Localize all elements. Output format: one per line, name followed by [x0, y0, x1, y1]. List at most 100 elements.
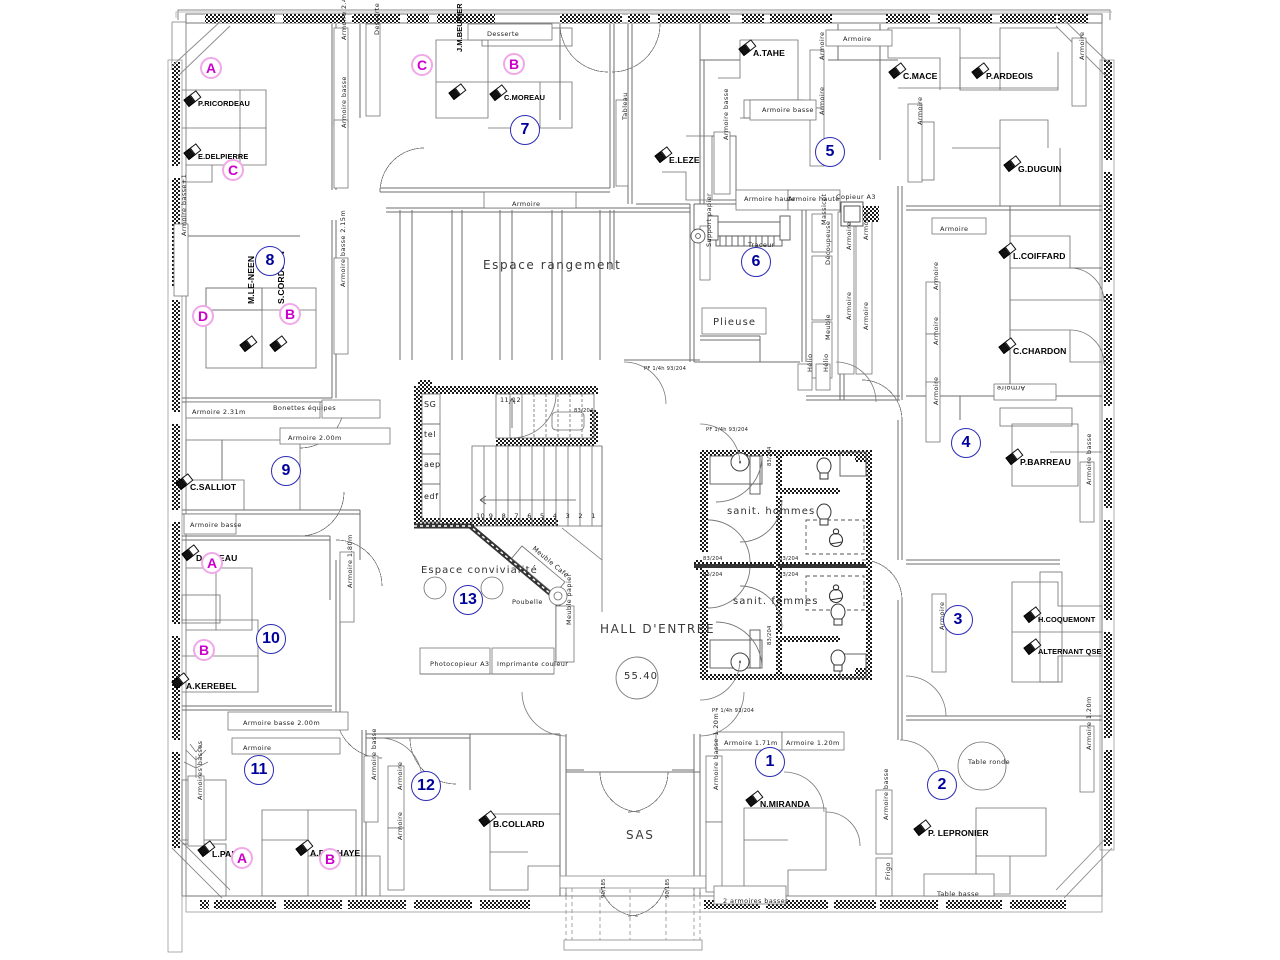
person-label: L.PAPIN: [212, 849, 246, 859]
equipment-label: Armoire haute: [744, 195, 796, 203]
equipment-label: Armoire: [1078, 31, 1086, 60]
stair-upper-number: 11: [500, 396, 510, 404]
door-dimension-tag: 90/185: [665, 878, 671, 898]
person-label: N.MIRANDA: [760, 799, 811, 809]
stair-riser-number: 7: [514, 512, 519, 520]
equipment-label: Desserte: [373, 2, 381, 35]
room-number-badge-2: 2: [927, 770, 957, 800]
person-label: P.BARREAU: [1020, 457, 1071, 467]
stair-upper-number: 12: [512, 396, 522, 404]
equipment-label: Armoire: [862, 211, 870, 240]
equipment-label: Armoire: [396, 811, 404, 840]
equipment-label: Meuble: [824, 313, 832, 340]
service-shaft-label-SG: SG: [424, 400, 437, 409]
person-label: P. LEPRONIER: [928, 828, 989, 838]
zone-letter-badge-c-2: C: [411, 54, 433, 76]
equipment-label: Hélio: [806, 353, 814, 372]
stair-riser-number: 1: [591, 512, 596, 520]
door-dimension-tag: 90/185: [601, 878, 607, 898]
equipment-label: Armoire basse 2.00m: [243, 719, 321, 727]
zone-letter-badge-a-8: A: [231, 847, 253, 869]
equipment-label: Armoire basse 1.20m: [712, 712, 720, 790]
equipment-label: Armoire basse: [190, 521, 242, 529]
person-label: A.KEREBEL: [186, 681, 237, 691]
equipment-label: Armoire basse: [762, 106, 814, 114]
person-label: G.DUGUIN: [1018, 164, 1062, 174]
equipment-label: Espace rangement: [483, 258, 622, 272]
equipment-label: Support papier: [705, 192, 713, 247]
person-label: E.DELPIERRE: [198, 152, 249, 161]
equipment-label: Table ronde: [968, 758, 1011, 766]
zone-letter-badge-b-5: B: [279, 303, 301, 325]
equipment-label: Armoire: [845, 221, 853, 250]
person-label: L.COIFFARD: [1013, 251, 1066, 261]
person-label: J.M.BEURIER: [455, 3, 464, 52]
person-label: C.SALLIOT: [190, 482, 237, 492]
service-shaft-label-aep: aep: [424, 460, 441, 469]
equipment-label: sanit. femmes: [733, 596, 819, 607]
equipment-label: Armoire basse: [722, 88, 730, 140]
door-dimension-tag: 83/204: [574, 408, 594, 414]
room-number-badge-11: 11: [244, 755, 274, 785]
equipment-label: Plieuse: [713, 317, 757, 328]
equipment-label: Armoire: [243, 744, 272, 752]
equipment-label: Armoire 1.80m: [346, 534, 354, 588]
service-shaft-label-edf: edf: [424, 492, 439, 501]
door-dimension-tag: PF 1/4h 93/204: [644, 366, 687, 372]
stair-riser-number: 10: [476, 512, 486, 520]
person-label: ALTERNANT QSE: [1038, 647, 1102, 656]
equipment-label: Armoire: [862, 301, 870, 330]
room-number-badge-3: 3: [943, 605, 973, 635]
stair-riser-number: 4: [552, 512, 558, 520]
door-dimension-tag: PF 1/4h 93/204: [712, 708, 755, 714]
door-dimension-tag: 83/204: [703, 572, 723, 578]
equipment-label: Armoire: [818, 31, 826, 60]
stair-riser-number: 9: [488, 512, 494, 520]
equipment-label: Photocopieur A3: [430, 660, 490, 668]
room-number-badge-6: 6: [741, 247, 771, 277]
equipment-label: Desserte: [487, 30, 520, 38]
stair-riser-number: 6: [527, 512, 532, 520]
room-number-badge-12: 12: [411, 771, 441, 801]
equipment-label: Traceur: [748, 241, 775, 249]
equipment-label: 2 armoires basses: [723, 897, 789, 905]
equipment-label: Armoire 1.71m: [724, 739, 778, 747]
person-label: C.CHARDON: [1013, 346, 1067, 356]
equipment-label: Frigo: [884, 862, 892, 880]
equipment-label: Table basse: [937, 890, 980, 898]
person-label: C.MOREAU: [504, 93, 546, 102]
equipment-label: Armoire 2.31m: [192, 408, 246, 416]
equipment-label: Armoire basse 2.15m: [339, 209, 347, 287]
zone-letter-badge-a-0: A: [200, 57, 222, 79]
room-number-badge-5: 5: [815, 137, 845, 167]
hall-label: HALL D'ENTREE: [600, 622, 716, 636]
equipment-label: Armoire basse: [370, 728, 378, 780]
door-dimension-tag: 83/204: [703, 556, 723, 562]
equipment-label: Armoire: [932, 376, 940, 405]
equipment-label: Armoire: [940, 225, 969, 233]
room-number-badge-4: 4: [951, 428, 981, 458]
person-label: E.LEZE: [669, 155, 700, 165]
hall-area-label: 55.40: [624, 671, 659, 682]
room-number-badge-1: 1: [755, 747, 785, 777]
equipment-label: Armoire 2.41m: [340, 0, 348, 40]
stair-riser-number: 8: [501, 512, 507, 520]
person-label: B.COLLARD: [493, 819, 545, 829]
zone-letter-badge-b-3: B: [503, 53, 525, 75]
person-label: P.ARDEOIS: [986, 71, 1034, 81]
equipment-label: Armoire basse: [340, 76, 348, 128]
equipment-label: Armoire: [843, 35, 872, 43]
person-label: P.RICORDEAU: [198, 99, 250, 108]
zone-letter-badge-c-1: C: [222, 159, 244, 181]
equipment-label: Armoire basse+1: [180, 173, 188, 236]
stair-riser-number: 3: [565, 512, 571, 520]
equipment-label: Armoire 1.20m: [1085, 696, 1093, 750]
equipment-label: Découpeuse: [824, 220, 832, 265]
equipment-label: Armoire: [932, 316, 940, 345]
equipment-label: Armoire: [932, 261, 940, 290]
door-dimension-tag: 83/204: [779, 556, 799, 562]
room-number-badge-9: 9: [271, 456, 301, 486]
stair-riser-number: 5: [540, 512, 545, 520]
